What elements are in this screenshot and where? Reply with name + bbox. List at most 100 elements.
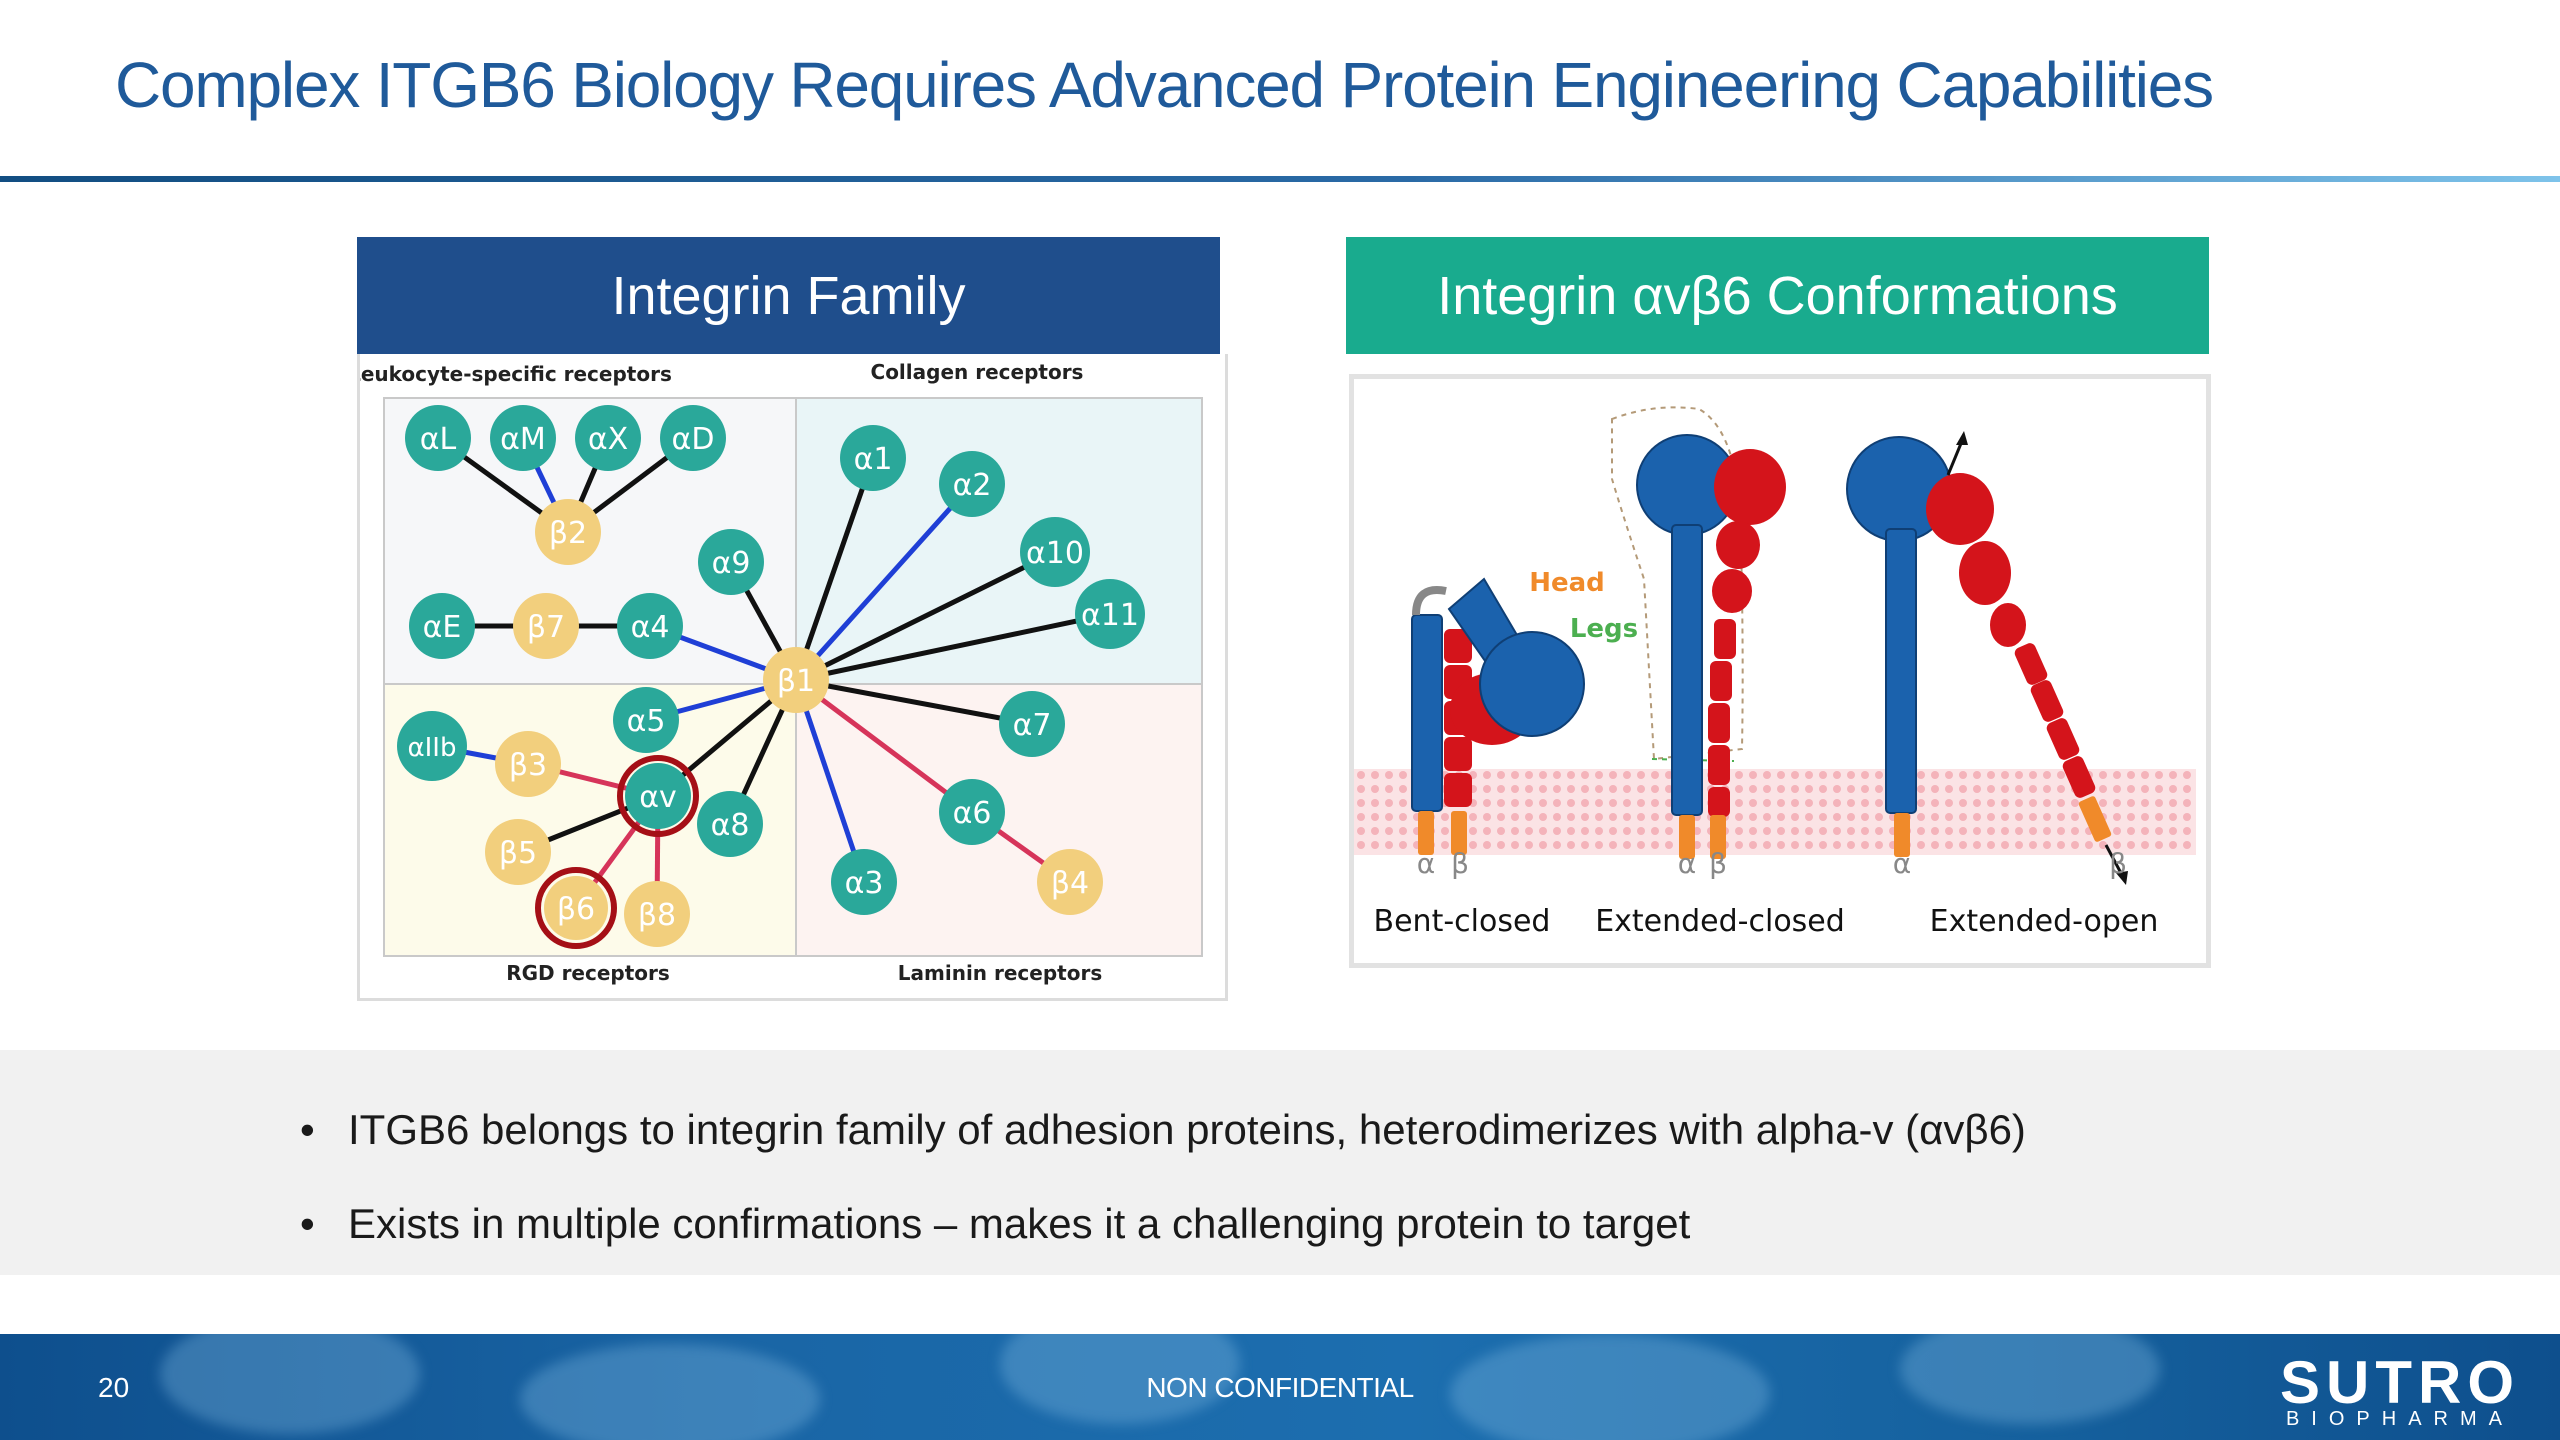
node-alpha-10: α10	[1020, 517, 1090, 587]
node-alpha-m: αM	[490, 405, 556, 471]
label-collagen: Collagen receptors	[871, 360, 1084, 384]
svg-text:α2: α2	[953, 468, 992, 503]
node-beta-3: β3	[495, 731, 561, 797]
bullet-dot: •	[300, 1200, 315, 1247]
subunit-beta-2: β	[1709, 847, 1727, 880]
node-alpha-iib: αIIb	[397, 711, 467, 781]
integrin-network-diagram: Leukocyte-specific receptors Collagen re…	[348, 360, 1203, 985]
svg-text:α9: α9	[712, 546, 751, 581]
bullet-band	[0, 1050, 2560, 1275]
conformations-figure: Head Legs α β α β α β Bent-closed Extend…	[1349, 374, 2211, 968]
svg-text:αX: αX	[588, 422, 628, 457]
svg-text:αE: αE	[423, 610, 462, 645]
cell-membrane	[1354, 769, 2196, 855]
logo-wordmark: SUTRO	[2280, 1349, 2520, 1416]
head-label: Head	[1529, 568, 1605, 598]
footer-texture	[1450, 1334, 1770, 1440]
footer-bar: 20 NON CONFIDENTIAL SUTRO BIOPHARMA	[0, 1334, 2560, 1440]
conformations-diagram: Head Legs α β α β α β Bent-closed Extend…	[1354, 406, 2196, 939]
svg-text:αM: αM	[500, 422, 546, 457]
node-alpha-d: αD	[660, 405, 726, 471]
sutro-logo: SUTRO BIOPHARMA	[2220, 1348, 2520, 1430]
node-alpha-x: αX	[575, 405, 641, 471]
legs-label: Legs	[1570, 614, 1638, 644]
svg-text:β2: β2	[549, 516, 587, 551]
svg-text:α5: α5	[627, 704, 666, 739]
beta-nodes: β2 β7 β1 β3 β5 β6 β8 β4	[485, 499, 1103, 947]
node-alpha-e: αE	[409, 593, 475, 659]
footer-texture	[520, 1344, 820, 1440]
bent-closed-integrin	[1411, 577, 1585, 855]
subunit-beta-3: β	[2109, 847, 2127, 880]
bullet-text-2: Exists in multiple confirmations – makes…	[348, 1200, 1691, 1247]
svg-text:β8: β8	[638, 898, 676, 933]
integrin-family-title: Integrin Family	[611, 265, 966, 326]
footer-texture	[160, 1334, 420, 1434]
node-alpha-8: α8	[697, 791, 763, 857]
node-beta-4: β4	[1037, 849, 1103, 915]
conformations-title: Integrin αvβ6 Conformations	[1437, 265, 2118, 326]
page-number: 20	[98, 1372, 130, 1403]
svg-text:β1: β1	[777, 664, 815, 699]
node-alpha-v: αv	[625, 763, 691, 829]
state-bent-closed: Bent-closed	[1374, 904, 1551, 939]
svg-text:β5: β5	[499, 836, 537, 871]
node-alpha-2: α2	[939, 451, 1005, 517]
node-alpha-7: α7	[999, 691, 1065, 757]
bullet-item-2: • Exists in multiple confirmations – make…	[300, 1200, 1690, 1248]
svg-text:β7: β7	[527, 610, 565, 645]
svg-text:αIIb: αIIb	[408, 733, 457, 763]
svg-text:α10: α10	[1026, 536, 1084, 571]
node-beta-7: β7	[513, 593, 579, 659]
integrin-family-figure: Leukocyte-specific receptors Collagen re…	[348, 354, 1228, 1001]
subunit-beta-1: β	[1451, 847, 1469, 880]
svg-text:β3: β3	[509, 748, 547, 783]
footer-texture	[1900, 1334, 2160, 1424]
bullet-dot: •	[300, 1106, 315, 1153]
node-beta-6: β6	[544, 876, 608, 940]
svg-text:αD: αD	[672, 422, 715, 457]
quadrant-frame	[383, 397, 1203, 957]
logo-subtitle: BIOPHARMA	[2285, 1408, 2514, 1430]
node-alpha-5: α5	[613, 687, 679, 753]
node-alpha-11: α11	[1075, 579, 1145, 649]
svg-text:αL: αL	[420, 422, 457, 457]
subunit-alpha-1: α	[1417, 847, 1435, 880]
svg-text:α4: α4	[631, 610, 670, 645]
node-beta-1: β1	[763, 647, 829, 713]
label-laminin: Laminin receptors	[898, 961, 1102, 985]
node-beta-5: β5	[485, 819, 551, 885]
state-extended-open: Extended-open	[1930, 904, 2159, 939]
bullet-text-1: ITGB6 belongs to integrin family of adhe…	[348, 1106, 2026, 1153]
svg-text:α8: α8	[711, 808, 750, 843]
bullet-item-1: • ITGB6 belongs to integrin family of adh…	[300, 1106, 2026, 1154]
extended-closed-integrin	[1611, 406, 1786, 859]
label-leukocyte: Leukocyte-specific receptors	[360, 362, 672, 386]
svg-text:α1: α1	[854, 442, 893, 477]
highlight-rings	[535, 755, 699, 949]
node-alpha-6: α6	[939, 779, 1005, 845]
subunit-alpha-3: α	[1893, 847, 1911, 880]
conformations-header: Integrin αvβ6 Conformations	[1346, 237, 2209, 354]
node-alpha-3: α3	[831, 849, 897, 915]
node-beta-8: β8	[624, 881, 690, 947]
extended-open-integrin	[1846, 431, 2128, 885]
svg-text:αv: αv	[639, 780, 677, 815]
node-beta-2: β2	[535, 499, 601, 565]
svg-text:β6: β6	[557, 892, 595, 927]
alpha-nodes: αL αM αX αD α9 αE α4 α5 αIIb αv α8 α1 α2…	[397, 405, 1145, 915]
title-underline	[0, 176, 2560, 182]
node-alpha-l: αL	[405, 405, 471, 471]
integrin-family-header: Integrin Family	[357, 237, 1220, 354]
node-alpha-1: α1	[840, 425, 906, 491]
svg-text:α11: α11	[1081, 598, 1139, 633]
svg-text:α6: α6	[953, 796, 992, 831]
node-alpha-9: α9	[698, 529, 764, 595]
subunit-alpha-2: α	[1678, 847, 1696, 880]
confidentiality-label: NON CONFIDENTIAL	[1146, 1372, 1414, 1403]
state-extended-closed: Extended-closed	[1595, 904, 1845, 939]
slide-title: Complex ITGB6 Biology Requires Advanced …	[115, 49, 2214, 121]
label-rgd: RGD receptors	[506, 961, 670, 985]
svg-text:β4: β4	[1051, 866, 1089, 901]
svg-text:α7: α7	[1013, 708, 1052, 743]
